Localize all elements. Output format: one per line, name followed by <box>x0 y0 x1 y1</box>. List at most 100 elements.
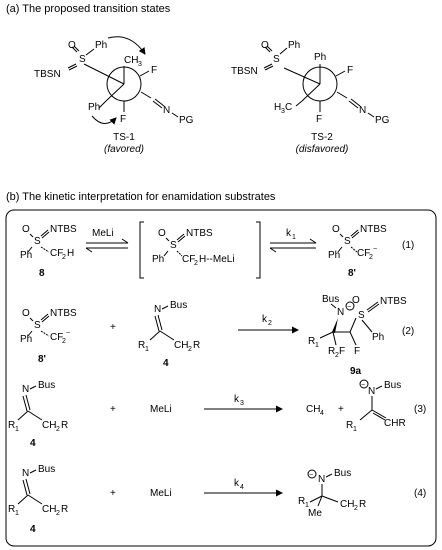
svg-text:k: k <box>262 314 268 325</box>
svg-text:1: 1 <box>15 426 19 433</box>
svg-text:−: − <box>66 330 70 337</box>
svg-text:O: O <box>68 40 76 51</box>
svg-text:2: 2 <box>194 260 198 267</box>
svg-text:2: 2 <box>335 352 339 359</box>
svg-text:CHR: CHR <box>384 418 406 429</box>
svg-text:MeLi: MeLi <box>150 404 172 415</box>
svg-text:S: S <box>34 236 41 247</box>
svg-text:N: N <box>318 474 325 485</box>
svg-text:−: − <box>347 304 351 311</box>
svg-text:CF: CF <box>50 248 63 259</box>
svg-text:H: H <box>67 248 74 259</box>
svg-text:+: + <box>110 322 116 333</box>
svg-text:CH: CH <box>340 499 354 510</box>
svg-text:Bus: Bus <box>170 300 187 311</box>
svg-text:2: 2 <box>56 510 60 517</box>
svg-text:O: O <box>158 228 166 239</box>
svg-text:2: 2 <box>268 320 272 327</box>
label-8: 8 <box>39 268 45 279</box>
svg-text:Ph: Ph <box>95 40 107 51</box>
panel-b-title: (b) The kinetic interpretation for enami… <box>6 191 276 203</box>
svg-text:H--MeLi: H--MeLi <box>199 254 235 265</box>
svg-text:Ph: Ph <box>314 52 326 63</box>
label-9a: 9a <box>350 366 362 377</box>
svg-text:+: + <box>110 404 116 415</box>
svg-text:R: R <box>8 504 15 515</box>
svg-text:CH: CH <box>42 420 56 431</box>
svg-text:TBSN: TBSN <box>231 66 258 77</box>
svg-text:Ph: Ph <box>288 40 300 51</box>
svg-text:Bus: Bus <box>334 468 351 479</box>
svg-text:1: 1 <box>353 426 357 433</box>
svg-text:3: 3 <box>138 61 142 68</box>
svg-text:4: 4 <box>30 524 36 535</box>
svg-text:O: O <box>261 40 269 51</box>
svg-text:S: S <box>358 310 365 321</box>
svg-text:F: F <box>120 114 126 125</box>
svg-text:R: R <box>8 420 15 431</box>
svg-text:N: N <box>22 384 29 395</box>
svg-text:MeLi: MeLi <box>150 488 172 499</box>
svg-text:H: H <box>274 102 281 113</box>
eq2-number: (2) <box>402 326 414 337</box>
svg-text:2: 2 <box>56 426 60 433</box>
svg-text:+: + <box>110 488 116 499</box>
label-8-prime: 8' <box>348 268 356 279</box>
svg-text:R: R <box>138 340 145 351</box>
svg-text:+: + <box>338 404 344 415</box>
svg-text:1: 1 <box>315 342 319 349</box>
svg-text:N: N <box>359 105 366 116</box>
svg-text:N: N <box>163 105 170 116</box>
svg-text:Me: Me <box>308 508 322 519</box>
svg-text:F: F <box>347 65 353 76</box>
svg-text:R: R <box>308 336 315 347</box>
eq1-number: (1) <box>402 240 414 251</box>
eq2: O S NTBS Ph CF 2 − 8' + N Bus R 1 CH 2 R… <box>20 294 414 377</box>
svg-text:CF: CF <box>357 248 370 259</box>
svg-text:3: 3 <box>240 400 244 407</box>
svg-text:CH: CH <box>306 404 320 415</box>
label-4: 4 <box>163 358 169 369</box>
svg-text:CH: CH <box>42 504 56 515</box>
svg-text:Bus: Bus <box>384 380 401 391</box>
eq3-number: (3) <box>414 404 426 415</box>
svg-text:O: O <box>332 224 340 235</box>
svg-text:1: 1 <box>145 346 149 353</box>
svg-text:O: O <box>352 295 360 306</box>
svg-text:N: N <box>22 468 29 479</box>
svg-text:S: S <box>79 54 86 65</box>
svg-text:−: − <box>373 246 377 253</box>
svg-text:S: S <box>34 320 41 331</box>
svg-text:NTBS: NTBS <box>186 228 213 239</box>
svg-text:4: 4 <box>320 410 324 417</box>
svg-text:2: 2 <box>354 505 358 512</box>
svg-text:2: 2 <box>369 254 373 261</box>
svg-text:−: − <box>361 382 365 389</box>
ts2-label: TS-2 <box>311 132 333 143</box>
svg-text:N: N <box>154 304 161 315</box>
svg-text:NTBS: NTBS <box>50 224 77 235</box>
svg-text:PG: PG <box>375 115 390 126</box>
svg-text:S: S <box>344 236 351 247</box>
svg-text:−: − <box>309 472 313 479</box>
ts1-note: (favored) <box>104 144 144 155</box>
svg-text:k: k <box>234 394 240 405</box>
svg-text:CH: CH <box>124 55 138 66</box>
svg-text:k: k <box>234 478 240 489</box>
svg-text:NTBS: NTBS <box>380 296 407 307</box>
svg-text:NTBS: NTBS <box>50 308 77 319</box>
svg-text:O: O <box>22 224 30 235</box>
ts1-structure: O S Ph TBSN CH 3 F Ph F N PG <box>34 36 194 126</box>
svg-text:k: k <box>286 228 292 239</box>
svg-text:MeLi: MeLi <box>92 228 114 239</box>
eq3: N Bus R 1 CH 2 R 4 + MeLi k 3 CH 4 + − N… <box>8 379 426 449</box>
svg-text:F: F <box>151 65 157 76</box>
svg-text:NTBS: NTBS <box>360 224 387 235</box>
svg-text:R: R <box>359 499 366 510</box>
ts2-note: (disfavored) <box>296 144 349 155</box>
svg-text:Ph: Ph <box>20 334 32 345</box>
svg-text:F: F <box>316 114 322 125</box>
svg-text:2: 2 <box>62 338 66 345</box>
svg-text:2: 2 <box>188 346 192 353</box>
svg-text:R: R <box>61 420 68 431</box>
